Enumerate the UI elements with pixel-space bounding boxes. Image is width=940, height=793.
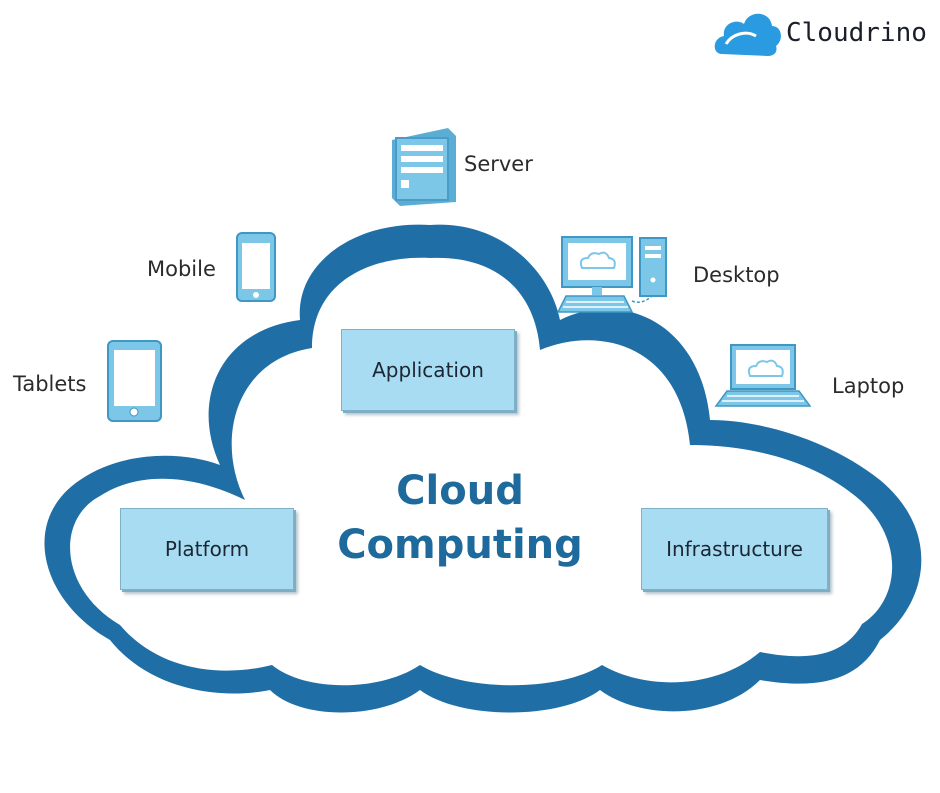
platform-label: Platform (164, 537, 250, 561)
diagram-title-line1: Cloud (396, 468, 524, 514)
cloud-logo-icon (714, 13, 781, 56)
tablets-label: Tablets (13, 372, 87, 396)
mobile-icon (236, 232, 276, 302)
diagram-title-line2: Computing (337, 522, 583, 568)
platform-box: Platform (120, 508, 294, 590)
server-icon (392, 128, 456, 206)
server-label: Server (464, 152, 533, 176)
tablet-icon (107, 340, 162, 422)
mobile-label: Mobile (147, 257, 216, 281)
infrastructure-label: Infrastructure (666, 537, 803, 561)
laptop-icon (714, 344, 812, 407)
application-box: Application (341, 329, 515, 411)
infrastructure-box: Infrastructure (641, 508, 828, 590)
desktop-label: Desktop (693, 263, 780, 287)
desktop-icon (556, 236, 667, 313)
brand-name: Cloudrino (786, 18, 927, 48)
cloud-shape (44, 224, 922, 713)
laptop-label: Laptop (832, 374, 905, 398)
brand-logo: Cloudrino (712, 2, 940, 64)
application-label: Application (372, 358, 484, 382)
